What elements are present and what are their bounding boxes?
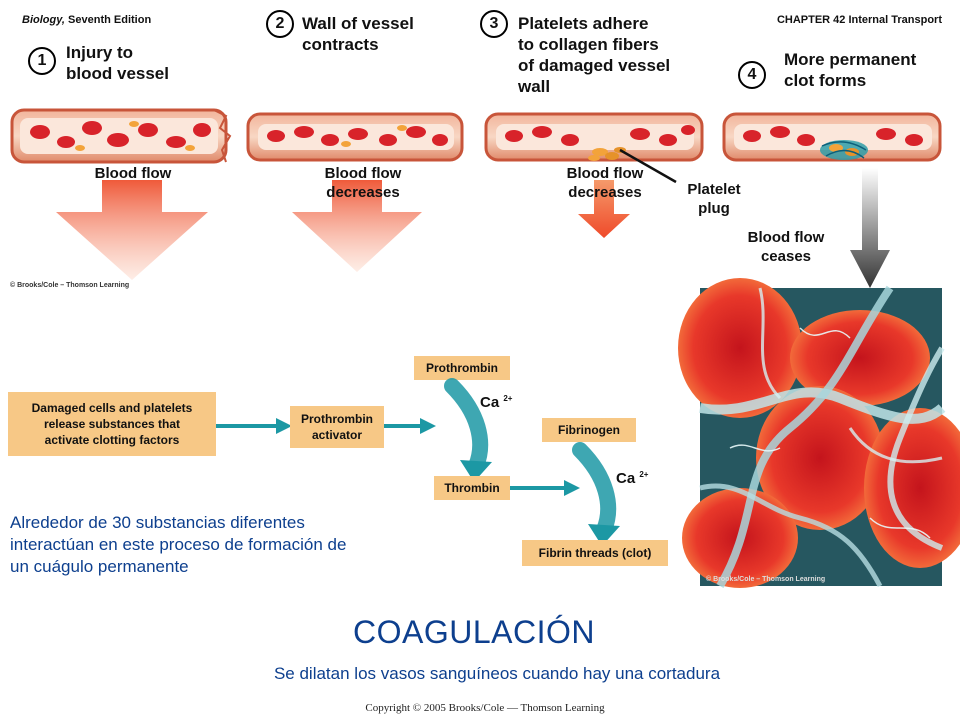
prothrombin-box: Prothrombin — [414, 356, 510, 380]
thrombin-box: Thrombin — [434, 476, 510, 500]
step-3-flow-label: Blood flow decreases — [566, 165, 644, 201]
clot-micrograph — [678, 278, 960, 589]
arrow-thrombin-to-fibrin — [510, 480, 580, 496]
vessel-3 — [484, 112, 704, 184]
flow-arrow-4 — [850, 168, 890, 288]
damaged-cells-box: Damaged cells and platelets release subs… — [8, 392, 216, 456]
micrograph-credit: © Brooks/Cole – Thomson Learning — [706, 576, 826, 583]
step-3-title: Platelets adhere to collagen fibers of d… — [518, 14, 671, 96]
calcium-cofactor-2: Ca 2+ — [616, 470, 648, 487]
book-edition: Seventh Edition — [68, 14, 152, 26]
step-2-number: 2 — [266, 10, 294, 38]
flow-arrow-3 — [578, 180, 630, 238]
step-4-flow-label: Blood flow ceases — [747, 229, 825, 265]
copyright: Copyright © 2005 Brooks/Cole — Thomson L… — [365, 702, 605, 714]
step-1-flow-label: Blood flow — [94, 165, 172, 182]
book-title-italic: Biology, — [22, 14, 65, 26]
vessel-1 — [10, 108, 232, 164]
step-2-flow-label: Blood flow decreases — [324, 165, 402, 201]
platelet-plug-label: Platelet plug — [687, 181, 741, 217]
arrow-to-activator — [216, 418, 292, 434]
substances-note: Alrededor de 30 substancias diferentes i… — [10, 513, 347, 576]
vessel-4 — [722, 112, 942, 162]
flow-arrow-1 — [56, 180, 208, 280]
calcium-charge: 2+ — [503, 394, 513, 403]
illustration-credit: © Brooks/Cole – Thomson Learning — [10, 282, 130, 289]
calcium-symbol: Ca — [616, 470, 636, 487]
chapter-label: CHAPTER 42 Internal Transport — [776, 14, 942, 26]
calcium-cofactor-1: Ca 2+ — [480, 394, 512, 411]
step-4-number: 4 — [738, 61, 766, 89]
fibrinogen-box: Fibrinogen — [542, 418, 636, 442]
curved-arrow-fibrinogen-fibrin — [572, 442, 620, 546]
page-subtitle: Se dilatan los vasos sanguíneos cuando h… — [273, 664, 721, 683]
fibrin-threads-box: Fibrin threads (clot) — [522, 540, 668, 566]
page-title: COAGULACIÓN — [353, 614, 595, 650]
step-1-title: Injury to blood vessel — [66, 43, 169, 83]
step-1-number: 1 — [28, 47, 56, 75]
step-4-title: More permanent clot forms — [784, 50, 917, 90]
calcium-charge: 2+ — [639, 470, 649, 479]
book-title: Biology, Seventh Edition — [22, 14, 151, 26]
step-2-title: Wall of vessel contracts — [302, 14, 414, 54]
curved-arrow-prothrombin-thrombin — [444, 378, 492, 482]
flow-arrow-2 — [292, 180, 422, 272]
step-3-number: 3 — [480, 10, 508, 38]
prothrombin-activator-box: Prothrombin activator — [290, 406, 384, 448]
platelet-plug-pointer — [619, 148, 677, 184]
vessel-illustration — [10, 108, 942, 288]
arrow-to-prothrombin-conversion — [384, 418, 436, 434]
vessel-2 — [246, 112, 464, 162]
calcium-symbol: Ca — [480, 394, 500, 411]
